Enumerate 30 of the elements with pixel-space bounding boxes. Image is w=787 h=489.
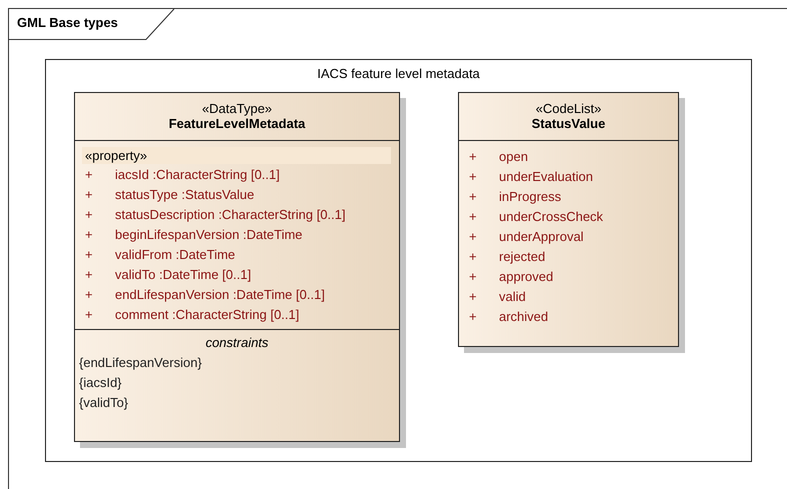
constraint-text: {validTo} [79, 394, 130, 412]
attribute-text: + underEvaluation [469, 168, 594, 186]
attribute-text: + validFrom :DateTime [85, 246, 236, 264]
constraint-text: {iacsId} [79, 374, 123, 392]
attribute-text: + iacsId :CharacterString [0..1] [85, 166, 281, 184]
stereotype-label: «DataType» [200, 101, 274, 116]
attribute-text: + comment :CharacterString [0..1] [85, 306, 300, 324]
compartment-heading: constraints [204, 334, 270, 352]
attribute-text: + underApproval [469, 228, 585, 246]
attribute-text: + beginLifespanVersion :DateTime [85, 226, 304, 244]
attribute-text: + validTo :DateTime [0..1] [85, 266, 252, 284]
class-name: StatusValue [530, 116, 606, 131]
attribute-text: + inProgress [469, 188, 562, 206]
attribute-text: + open [469, 148, 529, 166]
attribute-text: + endLifespanVersion :DateTime [0..1] [85, 286, 326, 304]
attribute-text: + statusType :StatusValue [85, 186, 256, 204]
package-box [45, 59, 752, 462]
diagram-frame [8, 8, 787, 489]
attribute-text: + underCrossCheck [469, 208, 604, 226]
package-title: IACS feature level metadata [316, 66, 481, 81]
section-stereotype: «property» [82, 147, 391, 164]
constraint-text: {endLifespanVersion} [79, 354, 203, 372]
stereotype-label: «CodeList» [534, 101, 602, 116]
frame-title: GML Base types [17, 15, 118, 30]
attribute-text: + archived [469, 308, 550, 326]
attribute-text: + approved [469, 268, 554, 286]
class-name: FeatureLevelMetadata [168, 116, 306, 131]
attribute-text: + statusDescription :CharacterString [0..1] [85, 206, 346, 224]
attribute-text: + rejected [469, 248, 546, 266]
attribute-text: + valid [469, 288, 527, 306]
